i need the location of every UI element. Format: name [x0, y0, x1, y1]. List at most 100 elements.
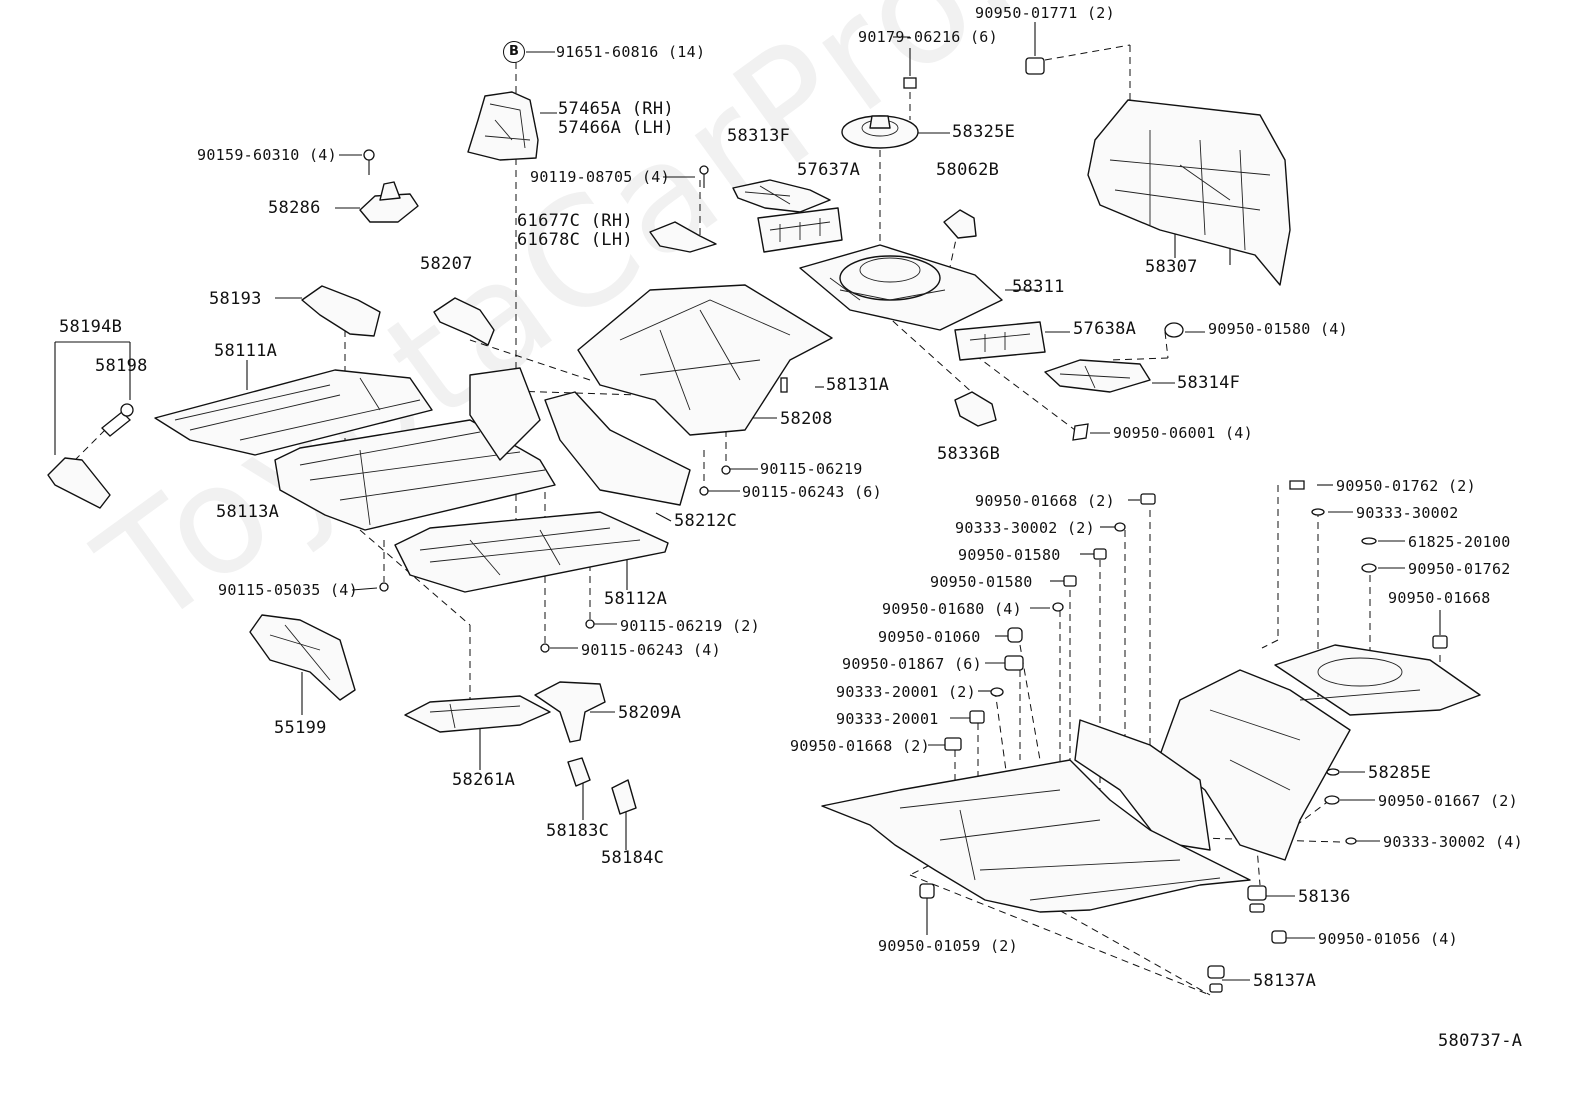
label-90950-01580-a[interactable]: 90950-01580: [958, 546, 1061, 564]
label-90950-01867[interactable]: 90950-01867 (6): [842, 655, 982, 673]
label-58313F[interactable]: 58313F: [727, 126, 791, 146]
part-58193: [301, 285, 381, 337]
label-61678C[interactable]: 61678C (LH): [517, 230, 633, 250]
label-90333-20001-2[interactable]: 90333-20001 (2): [836, 683, 976, 701]
label-61677C[interactable]: 61677C (RH): [517, 211, 633, 231]
label-57638A[interactable]: 57638A: [1073, 319, 1137, 339]
label-58183C[interactable]: 58183C: [546, 821, 610, 841]
label-90179-06216[interactable]: 90179-06216 (6): [858, 28, 998, 46]
label-58311[interactable]: 58311: [1012, 277, 1065, 297]
label-57465A[interactable]: 57465A (RH): [558, 99, 674, 119]
label-58198[interactable]: 58198: [95, 356, 148, 376]
part-58062B: [943, 209, 977, 239]
part-58184C: [611, 779, 637, 815]
label-58062B[interactable]: 58062B: [936, 160, 1000, 180]
label-58212C[interactable]: 58212C: [674, 511, 738, 531]
part-58325E: [841, 115, 919, 149]
part-57637A: [757, 207, 843, 253]
part-58208: [577, 284, 833, 436]
label-90950-01059[interactable]: 90950-01059 (2): [878, 937, 1018, 955]
label-58285E[interactable]: 58285E: [1368, 763, 1432, 783]
part-58131A: [780, 377, 788, 393]
label-91651-60816[interactable]: 91651-60816 (14): [556, 43, 706, 61]
label-90950-01771[interactable]: 90950-01771 (2): [975, 4, 1115, 22]
label-90333-20001[interactable]: 90333-20001: [836, 710, 939, 728]
label-90950-01580-b[interactable]: 90950-01580: [930, 573, 1033, 591]
label-57466A[interactable]: 57466A (LH): [558, 118, 674, 138]
label-90950-01668-2[interactable]: 90950-01668 (2): [975, 492, 1115, 510]
part-58336B: [954, 391, 997, 427]
label-58207[interactable]: 58207: [420, 254, 473, 274]
label-90159-60310[interactable]: 90159-60310 (4): [197, 146, 337, 164]
part-58307-rear-panel: [1087, 99, 1291, 286]
label-90950-01060[interactable]: 90950-01060: [878, 628, 981, 646]
label-90115-06219-2[interactable]: 90115-06219 (2): [620, 617, 760, 635]
part-58209A: [534, 681, 606, 743]
label-90333-30002[interactable]: 90333-30002: [1356, 504, 1459, 522]
part-90950-01771-plug: [1025, 22, 1045, 75]
label-58137A[interactable]: 58137A: [1253, 971, 1317, 991]
part-90950-06001-tape: [1072, 423, 1089, 441]
label-58261A[interactable]: 58261A: [452, 770, 516, 790]
part-90950-01580-plug: [1164, 322, 1184, 338]
label-90950-01056[interactable]: 90950-01056 (4): [1318, 930, 1458, 948]
label-58325E[interactable]: 58325E: [952, 122, 1016, 142]
circle-b-marker: B: [503, 41, 525, 63]
part-58111A: [154, 369, 433, 456]
label-58208[interactable]: 58208: [780, 409, 833, 429]
part-58311-spare-tire-well: [799, 244, 1003, 331]
label-58111A[interactable]: 58111A: [214, 341, 278, 361]
label-90950-01762[interactable]: 90950-01762: [1408, 560, 1511, 578]
label-55199[interactable]: 55199: [274, 718, 327, 738]
part-58314F: [1044, 359, 1151, 393]
label-90119-08705[interactable]: 90119-08705 (4): [530, 168, 670, 186]
part-58183C: [567, 757, 591, 787]
label-58131A[interactable]: 58131A: [826, 375, 890, 395]
label-90115-06243-4[interactable]: 90115-06243 (4): [581, 641, 721, 659]
label-61825-20100[interactable]: 61825-20100: [1408, 533, 1511, 551]
label-58314F[interactable]: 58314F: [1177, 373, 1241, 393]
leader-lines: [54, 36, 1441, 981]
label-90115-06243-6[interactable]: 90115-06243 (6): [742, 483, 882, 501]
label-90333-30002-2[interactable]: 90333-30002 (2): [955, 519, 1095, 537]
part-58313F: [732, 179, 831, 213]
label-90950-01580-4[interactable]: 90950-01580 (4): [1208, 320, 1348, 338]
label-57637A[interactable]: 57637A: [797, 160, 861, 180]
part-61677C: [649, 165, 717, 253]
label-90950-01680[interactable]: 90950-01680 (4): [882, 600, 1022, 618]
part-58286: [359, 149, 419, 223]
label-90950-01667[interactable]: 90950-01667 (2): [1378, 792, 1518, 810]
fasteners-58208: [379, 465, 731, 653]
part-58198: [101, 403, 134, 437]
label-58307[interactable]: 58307: [1145, 257, 1198, 277]
label-90950-01668[interactable]: 90950-01668: [1388, 589, 1491, 607]
part-58207: [433, 297, 495, 346]
part-58194B: [47, 457, 111, 509]
label-58336B[interactable]: 58336B: [937, 444, 1001, 464]
diagram-reference-code: 580737-A: [1438, 1031, 1523, 1051]
label-58184C[interactable]: 58184C: [601, 848, 665, 868]
label-90115-05035[interactable]: 90115-05035 (4): [218, 581, 358, 599]
label-58209A[interactable]: 58209A: [618, 703, 682, 723]
part-58113A: [274, 419, 556, 531]
part-55199: [249, 614, 356, 701]
label-58194B[interactable]: 58194B: [59, 317, 123, 337]
label-90950-06001[interactable]: 90950-06001 (4): [1113, 424, 1253, 442]
label-90950-01762-2[interactable]: 90950-01762 (2): [1336, 477, 1476, 495]
label-90115-06219[interactable]: 90115-06219: [760, 460, 863, 478]
fasteners-right: [919, 480, 1448, 993]
label-90333-30002-4[interactable]: 90333-30002 (4): [1383, 833, 1523, 851]
part-center-member: [469, 367, 691, 506]
part-90179-bolt: [903, 48, 917, 89]
label-58136[interactable]: 58136: [1298, 887, 1351, 907]
label-58112A[interactable]: 58112A: [604, 589, 668, 609]
label-58113A[interactable]: 58113A: [216, 502, 280, 522]
label-90950-01668-2b[interactable]: 90950-01668 (2): [790, 737, 930, 755]
label-58286[interactable]: 58286: [268, 198, 321, 218]
part-58112A: [394, 511, 669, 593]
part-57638A: [954, 321, 1046, 361]
label-58193[interactable]: 58193: [209, 289, 262, 309]
part-58261A: [404, 695, 551, 733]
